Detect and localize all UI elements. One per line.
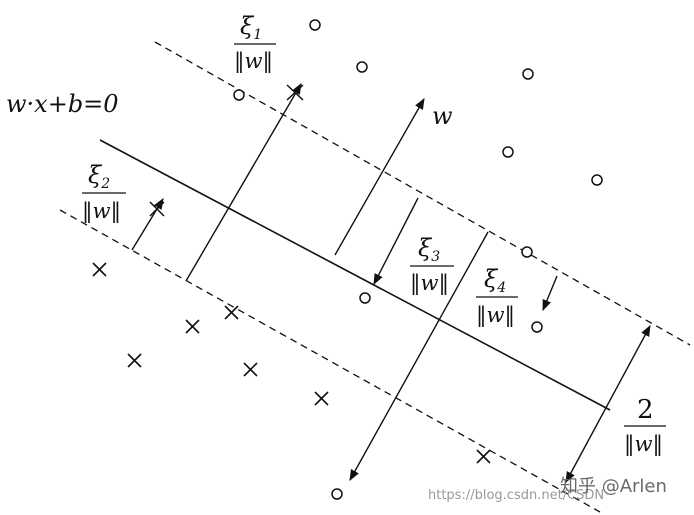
negative-point: [92, 262, 107, 277]
hyperplane-label: w·x+b=0: [6, 90, 119, 118]
negative-point: [127, 353, 142, 368]
xi1-denominator: ‖w‖: [234, 49, 273, 74]
positive-point: [591, 174, 603, 186]
positive-point: [359, 292, 371, 304]
xi3-numerator: ξ3: [418, 234, 440, 265]
positive-point: [233, 89, 245, 101]
positive-point: [521, 246, 533, 258]
xi4-small-arrow: [542, 275, 558, 312]
positive-point: [356, 61, 368, 73]
xi1-numerator: ξ1: [240, 12, 262, 43]
negative-point: [243, 362, 258, 377]
xi4-denominator: ‖w‖: [476, 303, 515, 328]
negative-point: [476, 449, 491, 464]
margin-denominator: ‖w‖: [624, 432, 663, 457]
xi1-segment: [185, 83, 302, 282]
normal-vector-label: w: [432, 102, 453, 130]
watermark-brand: 知乎 @Arlen: [560, 476, 667, 497]
normal-vector-arrow: [334, 98, 425, 256]
margin-width-arrow: [565, 325, 651, 483]
negative-point: [314, 391, 329, 406]
upper-margin-line: [154, 41, 691, 346]
watermark-url: https://blog.csdn.net/CSDN: [428, 488, 604, 503]
negative-point: [224, 305, 239, 320]
positive-points: [233, 19, 603, 500]
hyperplane-line: [99, 139, 611, 411]
xi2-point-marker: [149, 201, 165, 217]
positive-point: [309, 19, 321, 31]
xi1-point-marker: [286, 84, 304, 101]
xi2-denominator: ‖w‖: [82, 199, 121, 224]
xi3-segment: [373, 197, 419, 285]
positive-point: [502, 146, 514, 158]
xi2-numerator: ξ2: [88, 161, 110, 192]
xi3-denominator: ‖w‖: [410, 271, 449, 296]
positive-point: [522, 68, 534, 80]
positive-point: [331, 488, 343, 500]
xi4-segment: [349, 231, 489, 481]
negative-points: [92, 262, 491, 464]
xi4-numerator: ξ4: [484, 265, 506, 296]
margin-numerator: 2: [637, 395, 654, 425]
positive-point: [531, 321, 543, 333]
negative-point: [185, 319, 200, 334]
